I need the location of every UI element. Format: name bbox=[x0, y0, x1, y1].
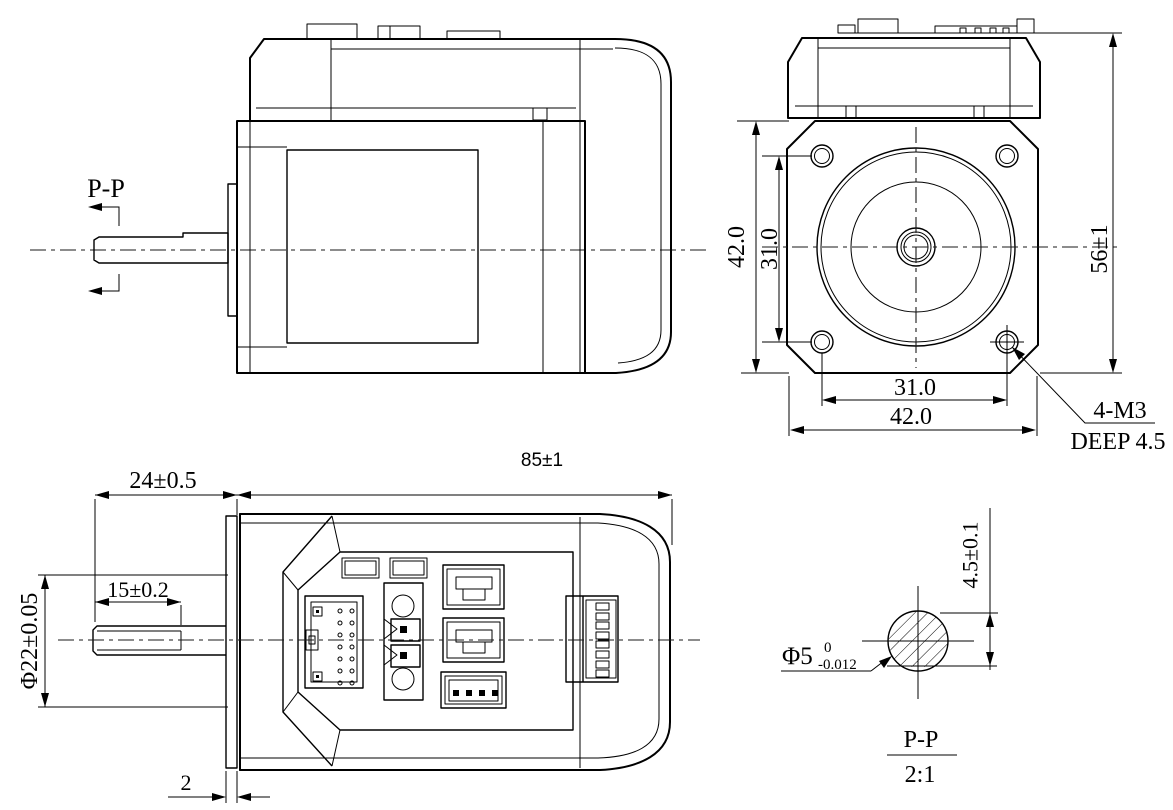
dim-hole-pitch-horizontal: 31.0 bbox=[894, 375, 936, 401]
rear-view: 24±0.5 85±1 15±0.2 Φ22±0.05 2 bbox=[17, 450, 700, 803]
front-view-dimensions: 42.0 31.0 56±1 31.0 42.0 4-M3 bbox=[724, 32, 1166, 455]
dim-shaft-diameter: Φ5 bbox=[782, 643, 813, 670]
power-terminal-connector bbox=[383, 582, 424, 701]
control-signal-connector bbox=[304, 595, 364, 689]
dim-shaft-extension: 24±0.5 bbox=[129, 468, 196, 494]
driver-housing-front bbox=[787, 18, 1041, 119]
section-cut-label: P-P bbox=[87, 174, 125, 203]
top-connector-bump-3 bbox=[446, 30, 501, 40]
connector-pins bbox=[337, 608, 355, 686]
dim-hole-pitch-vertical: 31.0 bbox=[757, 228, 783, 270]
aux-4pin-connector bbox=[440, 671, 507, 709]
section-scale: 2:1 bbox=[905, 762, 936, 788]
section-cut-marker: P-P bbox=[87, 174, 125, 295]
stator-lamination-block bbox=[286, 149, 479, 344]
mounting-flange-front bbox=[786, 120, 1039, 374]
rear-view-dimensions: 24±0.5 85±1 15±0.2 Φ22±0.05 2 bbox=[17, 450, 673, 803]
led-window-1 bbox=[341, 557, 380, 579]
dim-body-length: 85±1 bbox=[521, 450, 563, 471]
front-mounting-plate bbox=[225, 515, 238, 769]
mounting-holes-depth-callout: DEEP 4.5 bbox=[1070, 429, 1165, 455]
section-view-dimensions: 4.5±0.1 Φ5 0 -0.012 bbox=[781, 508, 998, 673]
dim-flange-width-horizontal: 42.0 bbox=[890, 404, 932, 430]
driver-housing-side bbox=[249, 23, 672, 374]
side-view: P-P bbox=[30, 23, 706, 374]
pilot-boss-side bbox=[227, 183, 237, 317]
dim-flange-width-vertical: 42.0 bbox=[724, 226, 750, 268]
connector-panel bbox=[297, 551, 574, 731]
section-label: P-P bbox=[904, 727, 939, 753]
top-connector-bump-2 bbox=[377, 25, 421, 40]
mounting-holes-thread-callout: 4-M3 bbox=[1093, 398, 1146, 424]
section-view: 4.5±0.1 Φ5 0 -0.012 P-P 2:1 bbox=[781, 508, 998, 788]
panel-outer-bevel bbox=[282, 515, 333, 767]
section-title: P-P 2:1 bbox=[887, 727, 957, 788]
dim-plate-thickness: 2 bbox=[181, 770, 192, 795]
motor-body-side bbox=[236, 120, 586, 374]
dim-across-flat: 4.5±0.1 bbox=[958, 521, 983, 588]
shaft-side-outline bbox=[93, 232, 229, 264]
dip-switch-block bbox=[565, 595, 619, 683]
shaft-tolerance-upper: 0 bbox=[824, 640, 832, 656]
shaft-tolerance-lower: -0.012 bbox=[818, 657, 857, 673]
thread-callout-leader bbox=[1011, 346, 1155, 424]
dim-shaft-flat-length: 15±0.2 bbox=[107, 577, 169, 602]
led-window-2 bbox=[389, 557, 428, 579]
dim-total-height: 56±1 bbox=[1087, 224, 1113, 273]
mounting-holes bbox=[810, 144, 1024, 359]
front-view: 42.0 31.0 56±1 31.0 42.0 4-M3 bbox=[724, 18, 1166, 455]
dim-pilot-diameter: Φ22±0.05 bbox=[17, 593, 43, 690]
top-connector-bump-1 bbox=[306, 23, 358, 40]
comm-port-connector-1 bbox=[442, 564, 505, 610]
driver-housing-rear bbox=[239, 513, 671, 771]
comm-port-connector-2 bbox=[442, 617, 505, 663]
